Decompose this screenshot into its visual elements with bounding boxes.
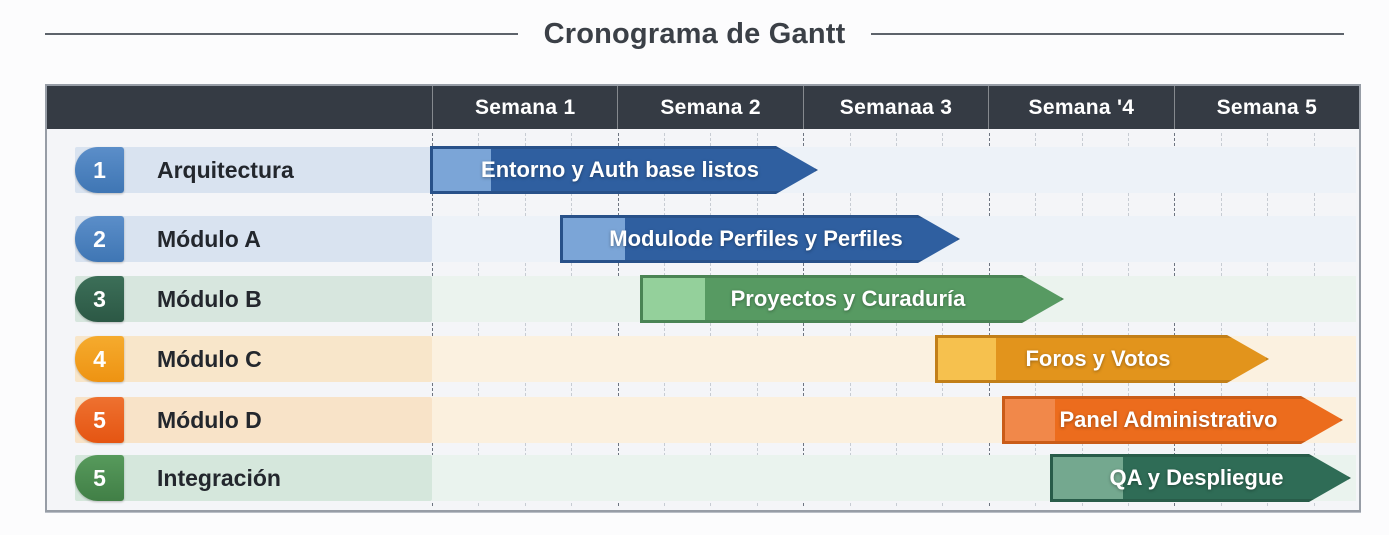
task-row: 5 Módulo D Panel Administrativo	[47, 397, 1359, 443]
week-header-semana-1: Semana 1	[432, 86, 617, 129]
chart-title-row: Cronograma de Gantt	[45, 14, 1345, 54]
task-label-band: 3 Módulo B	[75, 276, 432, 322]
gantt-bar-progress-segment	[1053, 457, 1123, 499]
week-header-semana-5: Semana 5	[1173, 86, 1359, 129]
title-rule-left	[45, 33, 518, 35]
gantt-chart: Semana 1 Semana 2 Semanaa 3 Semana '4 Se…	[45, 84, 1361, 512]
gantt-bar-label: Panel Administrativo	[1059, 407, 1278, 432]
gantt-bar: Proyectos y Curaduría	[640, 275, 1064, 323]
task-label: Módulo D	[157, 406, 262, 433]
gantt-body: 1 Arquitectura Entorno y Auth base listo…	[47, 129, 1359, 510]
page-title: Cronograma de Gantt	[543, 17, 846, 50]
gantt-bar: Modulode Perfiles y Perfiles	[560, 215, 960, 263]
gantt-bar: Entorno y Auth base listos	[430, 146, 818, 194]
task-row: 1 Arquitectura Entorno y Auth base listo…	[47, 147, 1359, 193]
task-number-badge: 2	[75, 216, 124, 262]
task-row: 5 Integración QA y Despliegue	[47, 455, 1359, 501]
gantt-bar-progress-segment	[643, 278, 705, 320]
week-header-semana-4: Semana '4	[988, 86, 1173, 129]
task-row: 2 Módulo A Modulode Perfiles y Perfiles	[47, 216, 1359, 262]
week-header-row: Semana 1 Semana 2 Semanaa 3 Semana '4 Se…	[47, 86, 1359, 129]
task-number-badge: 5	[75, 455, 124, 501]
task-number-badge: 1	[75, 147, 124, 193]
task-label-band: 4 Módulo C	[75, 336, 432, 382]
gantt-bar-progress-segment	[563, 218, 625, 260]
task-label-band: 5 Módulo D	[75, 397, 432, 443]
task-row: 4 Módulo C Foros y Votos	[47, 336, 1359, 382]
gantt-bar-progress-segment	[938, 338, 996, 380]
task-number-badge: 4	[75, 336, 124, 382]
gantt-bar-label: Proyectos y Curaduría	[730, 286, 966, 311]
task-column-header	[47, 86, 432, 129]
gantt-bar-progress-segment	[1005, 399, 1055, 441]
task-label-band: 1 Arquitectura	[75, 147, 432, 193]
week-header-semana-2: Semana 2	[617, 86, 802, 129]
gantt-bar-label: Foros y Votos	[1025, 346, 1171, 371]
task-label: Módulo A	[157, 225, 261, 252]
task-label: Arquitectura	[157, 156, 294, 183]
task-number-badge: 5	[75, 397, 124, 443]
gantt-bar: Panel Administrativo	[1002, 396, 1343, 444]
gantt-bar: Foros y Votos	[935, 335, 1269, 383]
task-label-band: 5 Integración	[75, 455, 432, 501]
gantt-bar-label: QA y Despliegue	[1109, 465, 1284, 490]
gantt-bar-label: Entorno y Auth base listos	[481, 157, 759, 182]
task-label: Módulo B	[157, 285, 262, 312]
task-label-band: 2 Módulo A	[75, 216, 432, 262]
gantt-bar: QA y Despliegue	[1050, 454, 1351, 502]
task-label: Integración	[157, 464, 281, 491]
gantt-bar-label: Modulode Perfiles y Perfiles	[609, 226, 903, 251]
title-rule-right	[871, 33, 1345, 35]
task-number-badge: 3	[75, 276, 124, 322]
week-header-semana-3: Semanaa 3	[802, 86, 988, 129]
gantt-bar-progress-segment	[433, 149, 491, 191]
task-label: Módulo C	[157, 345, 262, 372]
task-row: 3 Módulo B Proyectos y Curaduría	[47, 276, 1359, 322]
